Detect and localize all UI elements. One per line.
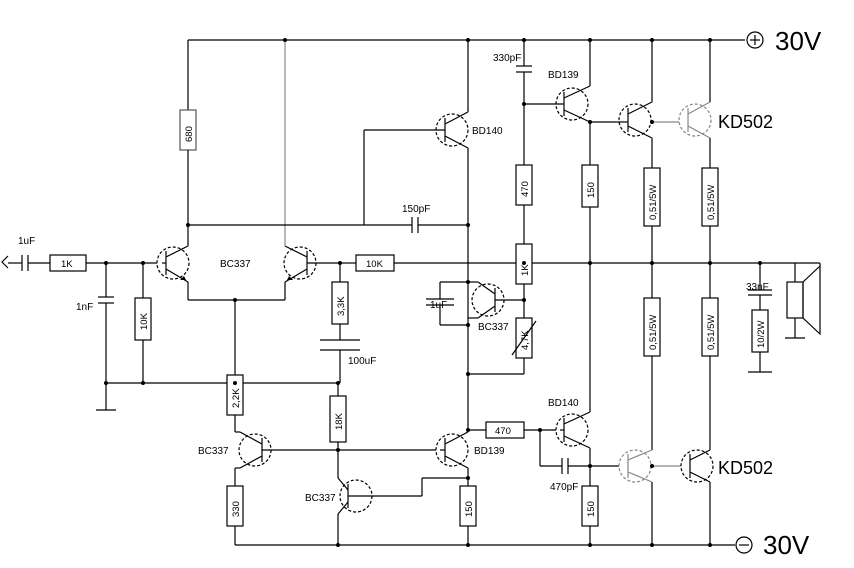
- c-input-label: 1uF: [18, 236, 35, 247]
- transistor-vbe-multiplier: [471, 281, 524, 319]
- cs-2k2-resistor: [226, 374, 244, 432]
- c-input-shunt-label: 1nF: [76, 302, 93, 313]
- r-e1-label: 0,51/5W: [648, 185, 659, 220]
- bias-4k7-resistor: [468, 317, 537, 375]
- emitter-resistor-1: [643, 167, 661, 263]
- junction-dots: [104, 38, 762, 547]
- input-jack: [1, 255, 22, 269]
- positive-supply-label: 30V: [775, 26, 822, 56]
- negative-supply-label: 30V: [763, 530, 810, 560]
- transistor-vas-pnp: [364, 111, 469, 149]
- c-bottom-label: 470pF: [550, 482, 578, 493]
- feedback-resistor: [340, 254, 820, 272]
- r-3k3-label: 3,3K: [336, 296, 347, 316]
- driver-top-150-resistor: [581, 164, 599, 263]
- q-vbe-label: BC337: [478, 322, 509, 333]
- negative-terminal: [735, 536, 753, 554]
- c-top-label: 330pF: [493, 53, 521, 64]
- vbe-capacitor: [426, 281, 468, 326]
- input-shunt-capacitor: [96, 263, 116, 411]
- q-cs-mid-label: BC337: [305, 493, 336, 504]
- r-18k-label: 18K: [334, 412, 345, 430]
- predriver-470-resistor: [468, 421, 560, 439]
- transistor-driver-bottom: [555, 411, 591, 449]
- r-150-q8-label: 150: [464, 501, 475, 517]
- cs-330-resistor: [226, 485, 244, 545]
- transistor-q1: [156, 245, 190, 283]
- r-150-drv-top-label: 150: [586, 182, 597, 198]
- r-470-drv-label: 470: [520, 181, 531, 197]
- emitter-resistor-3: [643, 263, 661, 450]
- transistor-q2: [283, 245, 340, 283]
- feedback-capacitor: [320, 339, 360, 383]
- transistor-output-top-1: [615, 101, 653, 139]
- input-bias-resistor: [134, 263, 152, 383]
- transistor-output-bottom-1: [618, 449, 653, 483]
- r-150-drv-bot-label: 150: [586, 501, 597, 517]
- positive-terminal: [746, 31, 764, 49]
- r-10k-in-label: 10K: [139, 312, 150, 330]
- q-out-bot-label: KD502: [718, 458, 773, 478]
- emitter-resistor-2: [701, 167, 719, 263]
- transistor-output-top-2: [678, 101, 712, 139]
- r-330-label: 330: [231, 501, 242, 517]
- bottom-capacitor: [539, 430, 590, 474]
- r-zobel-label: 10/2W: [756, 321, 767, 348]
- r-e4-label: 0,51/5W: [706, 315, 717, 350]
- q-cs-left-label: BC337: [198, 446, 229, 457]
- r-e3-label: 0,51/5W: [648, 315, 659, 350]
- top-capacitor: [516, 40, 532, 165]
- transistor-vas-npn: [435, 431, 469, 469]
- driver-470-resistor: [515, 164, 533, 244]
- vas-150-resistor: [459, 485, 477, 545]
- input-capacitor: [21, 255, 50, 271]
- r-e2-label: 0,51/5W: [706, 185, 717, 220]
- bias-1k-resistor: [515, 243, 533, 318]
- q-vas-pnp-label: BD140: [472, 126, 503, 137]
- c-feedback-label: 100uF: [348, 356, 376, 367]
- c-miller-label: 150pF: [402, 204, 430, 215]
- r-1k-in-label: 1K: [61, 259, 73, 270]
- feedback-3k3-resistor: [331, 263, 349, 340]
- transistor-cs-mid: [337, 477, 422, 515]
- q-drv-bot-label: BD140: [548, 398, 579, 409]
- r-680-label: 680: [184, 126, 195, 142]
- transistor-cs-left: [238, 431, 440, 469]
- r-4k7-label: 4,7K: [520, 330, 531, 350]
- r-1k-bias-label: 1K: [520, 264, 531, 276]
- q-out-top-label: KD502: [718, 112, 773, 132]
- q-drv-top-label: BD139: [548, 70, 579, 81]
- transistor-output-bottom-2: [680, 449, 714, 483]
- emitter-resistor-4: [701, 263, 719, 450]
- r-2k2-label: 2,2K: [231, 388, 242, 408]
- q-vas-npn-label: BD139: [474, 446, 505, 457]
- miller-capacitor: [188, 217, 470, 233]
- transistor-driver-top: [524, 85, 591, 123]
- zobel-network: [748, 263, 772, 373]
- c-vbe-label: 1uF: [430, 300, 447, 311]
- q-diff-label: BC337: [220, 259, 251, 270]
- r-470-pre-label: 470: [495, 426, 511, 437]
- diff-680-resistor: [179, 40, 197, 246]
- cs-18k-resistor: [329, 383, 347, 478]
- c-zobel-label: 33nF: [746, 282, 769, 293]
- driver-bottom-150-resistor: [581, 485, 599, 545]
- input-resistor: [49, 254, 162, 272]
- r-10k-fb-label: 10K: [366, 259, 384, 270]
- speaker-icon: [785, 263, 821, 339]
